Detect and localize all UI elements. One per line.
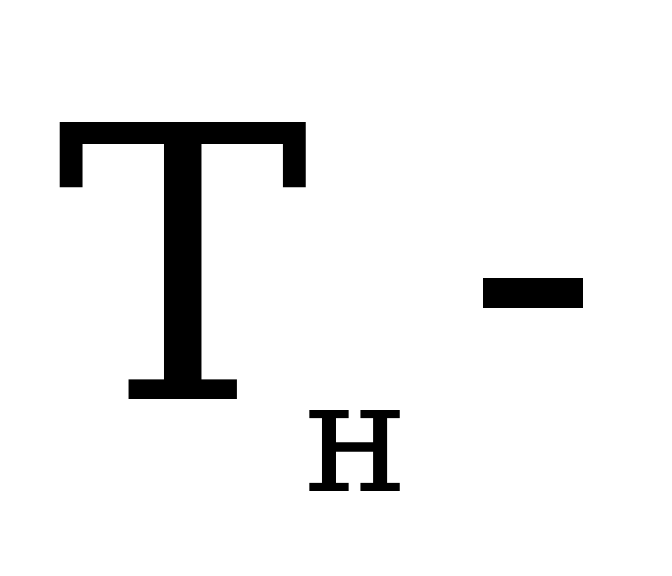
main-symbol: T — [56, 46, 310, 489]
minus-sign — [483, 278, 583, 308]
subscript-symbol: н — [304, 346, 408, 528]
